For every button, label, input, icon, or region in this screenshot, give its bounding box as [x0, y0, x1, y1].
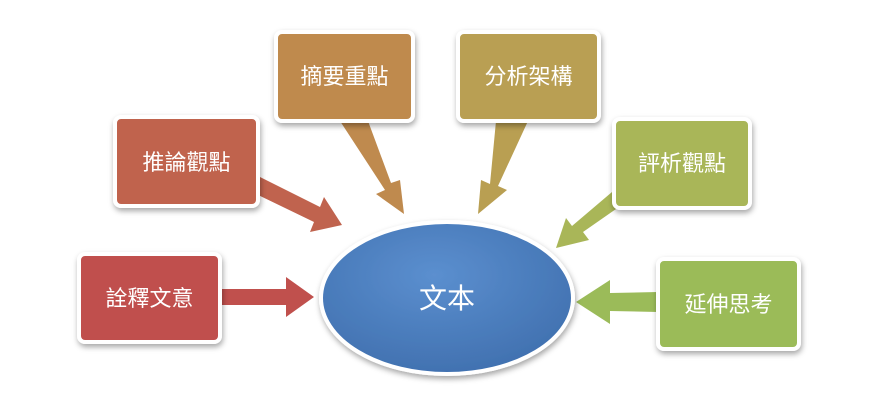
- node-analyze: 分析架構: [456, 30, 601, 123]
- node-infer-label: 推論觀點: [142, 151, 230, 176]
- node-interpret: 詮釋文意: [77, 252, 222, 344]
- arrow-extend: [576, 280, 658, 324]
- node-extend-label: 延伸思考: [684, 293, 772, 318]
- node-summarize-label: 摘要重點: [300, 65, 388, 90]
- node-evaluate-label: 評析觀點: [638, 152, 726, 177]
- node-interpret-label: 詮釋文意: [105, 287, 193, 312]
- arrow-analyze: [478, 121, 528, 214]
- node-analyze-label: 分析架構: [484, 65, 572, 90]
- arrow-infer: [252, 177, 342, 232]
- arrow-interpret: [220, 277, 314, 317]
- node-summarize: 摘要重點: [274, 30, 415, 123]
- node-infer: 推論觀點: [113, 115, 260, 208]
- arrow-evaluate: [556, 192, 616, 248]
- node-evaluate: 評析觀點: [612, 117, 752, 210]
- center-label: 文本: [419, 282, 475, 315]
- arrow-group: [220, 121, 658, 324]
- center-ellipse: [319, 220, 575, 376]
- arrow-summarize: [340, 121, 404, 214]
- node-extend: 延伸思考: [656, 257, 801, 351]
